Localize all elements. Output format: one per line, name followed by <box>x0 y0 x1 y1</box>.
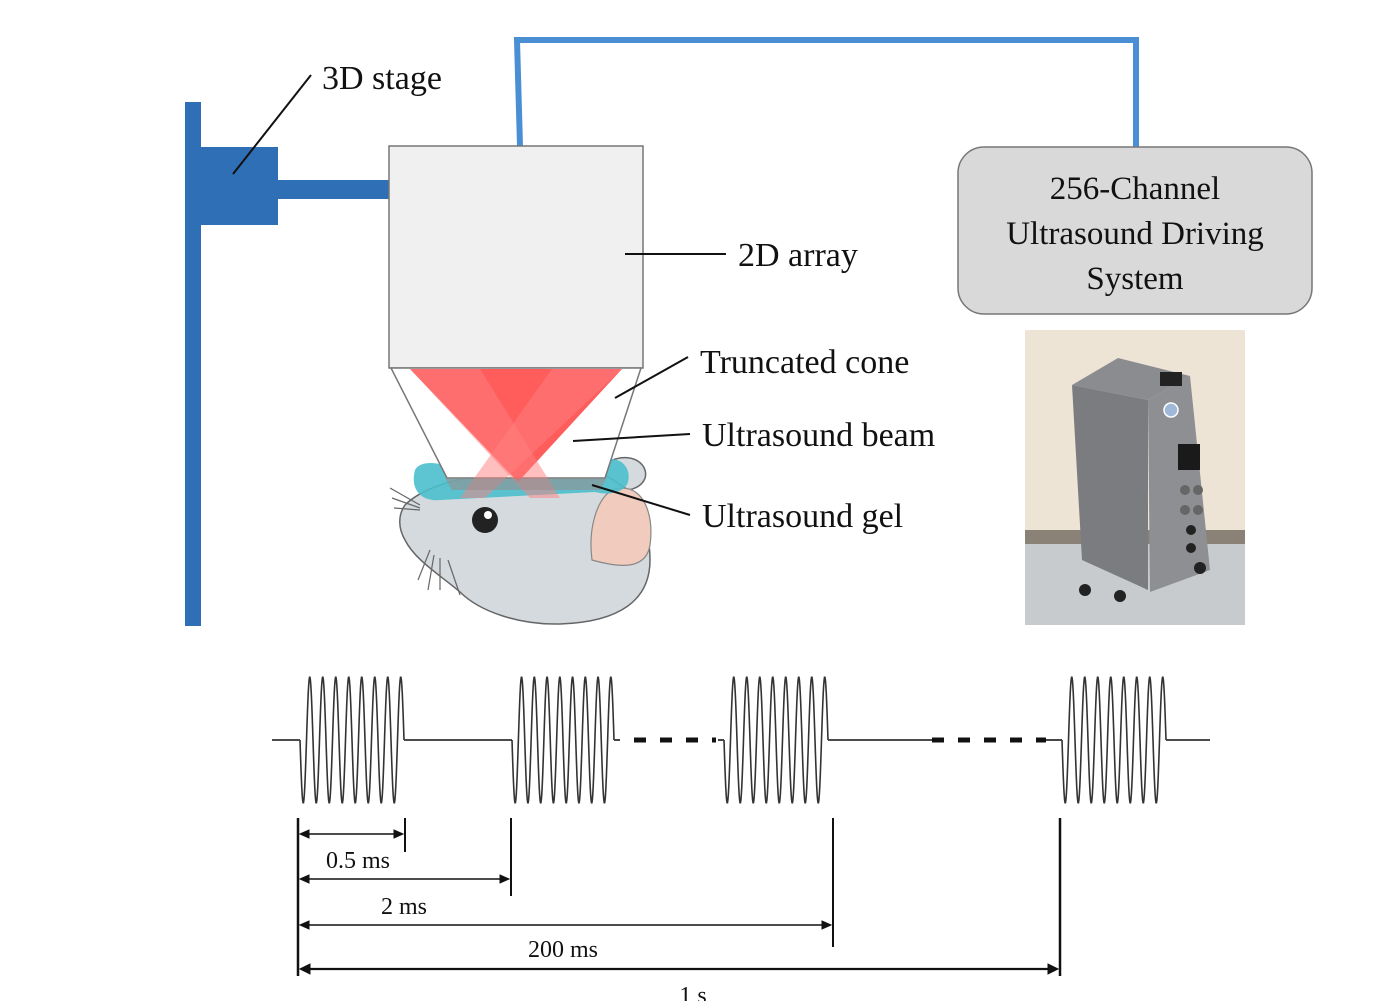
system-line-1: 256-Channel <box>1050 171 1220 207</box>
gel-leader <box>591 484 691 516</box>
label-0.5ms: 0.5 ms <box>326 848 390 874</box>
ultrasound-beam <box>410 369 622 498</box>
pulse-waveform <box>272 676 1210 804</box>
gel-label: Ultrasound gel <box>702 498 903 535</box>
beam-label: Ultrasound beam <box>702 417 935 454</box>
cone-label: Truncated cone <box>700 344 909 381</box>
array-label: 2D array <box>738 237 858 274</box>
stage-label: 3D stage <box>322 60 442 97</box>
label-200ms: 200 ms <box>528 937 598 963</box>
cone-leader <box>614 356 689 399</box>
system-line-3: System <box>1086 261 1184 297</box>
device-photo <box>1025 330 1245 625</box>
array-2d <box>388 145 644 369</box>
stage-leader <box>232 74 312 175</box>
system-line-2: Ultrasound Driving <box>1006 216 1264 252</box>
label-1s: 1 s <box>679 983 706 1001</box>
mouse-eye <box>472 507 498 533</box>
timing-dimensions <box>296 818 1062 976</box>
beam-leader <box>572 433 691 442</box>
pulse-burst-3 <box>723 676 829 804</box>
cable <box>513 37 1139 148</box>
pulse-burst-1 <box>299 676 405 804</box>
label-2ms: 2 ms <box>381 894 427 920</box>
stage-3d <box>185 102 390 626</box>
pulse-burst-4 <box>1061 676 1167 804</box>
pulse-burst-2 <box>511 676 615 804</box>
driving-system-box <box>957 146 1313 315</box>
